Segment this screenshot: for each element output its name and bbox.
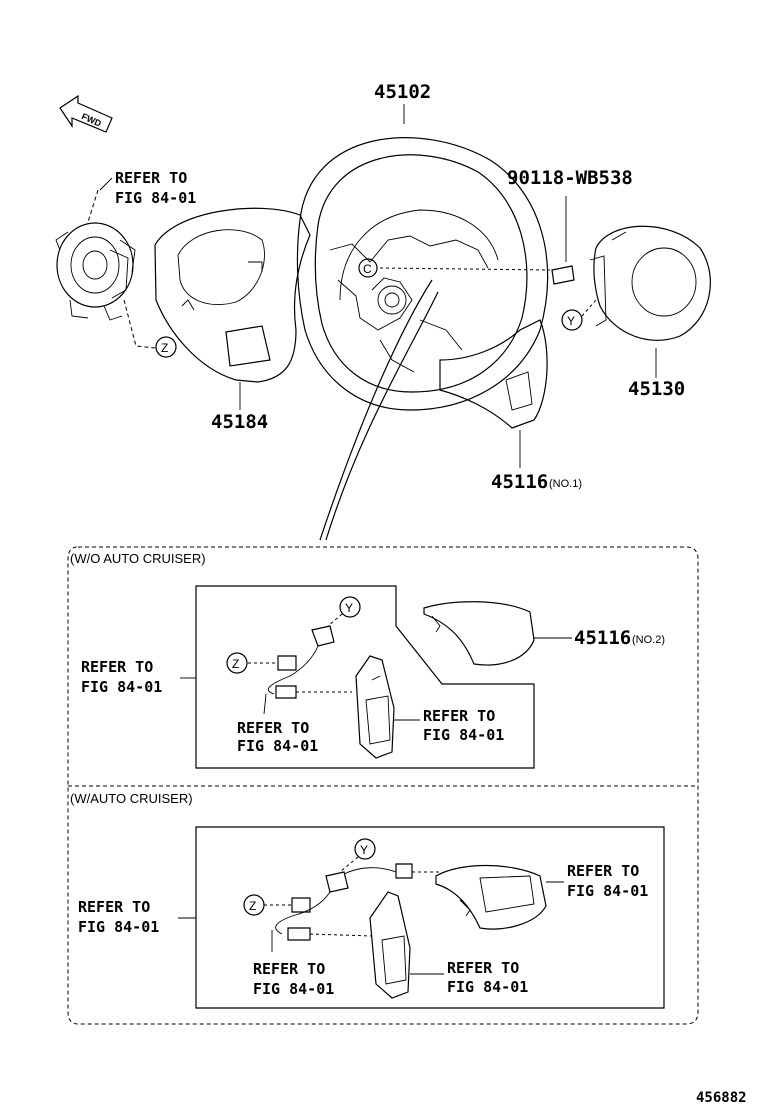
ref-wac-cruise-line1: REFER TO <box>567 862 639 880</box>
part-suffix-no2: (NO.2) <box>632 634 665 646</box>
section-with-cruise-title: (W/AUTO CRUISER) <box>70 791 193 806</box>
wac-harness-drawing: Y Z <box>243 838 440 952</box>
spiral-cable-drawing <box>55 189 156 349</box>
woac-connector-z-label: Z <box>232 657 239 671</box>
part-number-45130: 45130 <box>628 378 685 400</box>
ref-wac-harness-line1: REFER TO <box>253 960 325 978</box>
part-number-45102: 45102 <box>374 81 431 103</box>
wac-connector-y-label: Y <box>360 843 368 857</box>
connector-y-label: Y <box>567 314 575 328</box>
ref-spiral-line1: REFER TO <box>115 169 187 187</box>
ref-woac-harness-line1: REFER TO <box>237 719 309 737</box>
ref-wac-left-line1: REFER TO <box>78 898 150 916</box>
ref-wac-harness-line2: FIG 84-01 <box>253 980 334 998</box>
ref-wac-cruise-line2: FIG 84-01 <box>567 882 648 900</box>
ref-woac-harness-line2: FIG 84-01 <box>237 737 318 755</box>
connector-z-top: Z <box>155 336 177 358</box>
ref-spiral-line2: FIG 84-01 <box>115 189 196 207</box>
ref-woac-switch-line2: FIG 84-01 <box>423 726 504 744</box>
connector-c-label: C <box>363 262 372 276</box>
ref-spiral-leader <box>99 177 113 191</box>
connector-y-top: Y <box>561 299 597 331</box>
connector-z-label: Z <box>161 341 168 355</box>
steering-wheel-drawing: C <box>296 137 551 541</box>
part-number-45184: 45184 <box>211 411 268 433</box>
part-number-90118: 90118-WB538 <box>507 167 633 189</box>
wac-switch-drawing <box>369 891 411 999</box>
ref-wac-left-line2: FIG 84-01 <box>78 918 159 936</box>
variants-frame <box>67 546 699 1025</box>
ref-wac-switch-line2: FIG 84-01 <box>447 978 528 996</box>
section-without-cruise-title: (W/O AUTO CRUISER) <box>70 551 206 566</box>
cover-no1-drawing <box>439 319 548 429</box>
bolt-drawing <box>551 196 575 285</box>
lower-cover-drawing <box>154 207 311 383</box>
woac-harness-drawing: Y Z <box>226 596 361 715</box>
woac-switch-drawing <box>355 655 395 759</box>
cover-no2-drawing <box>423 601 535 666</box>
ref-woac-switch-line1: REFER TO <box>423 707 495 725</box>
part-number-45116-no1: 45116 <box>491 471 548 493</box>
fwd-arrow-icon: FWD <box>59 94 113 133</box>
woac-connector-y-label: Y <box>345 601 353 615</box>
woac-box <box>195 585 535 769</box>
ref-wac-switch-line1: REFER TO <box>447 959 519 977</box>
wac-cruise-switch-drawing <box>435 864 547 930</box>
ref-woac-left-line1: REFER TO <box>81 658 153 676</box>
part-suffix-no1: (NO.1) <box>549 478 582 490</box>
part-number-45116-no2: 45116 <box>574 627 631 649</box>
ref-woac-left-line2: FIG 84-01 <box>81 678 162 696</box>
wac-connector-z-label: Z <box>249 899 256 913</box>
diagram-id: 456882 <box>696 1090 747 1106</box>
airbag-drawing <box>589 225 711 341</box>
wac-box <box>195 826 665 1009</box>
